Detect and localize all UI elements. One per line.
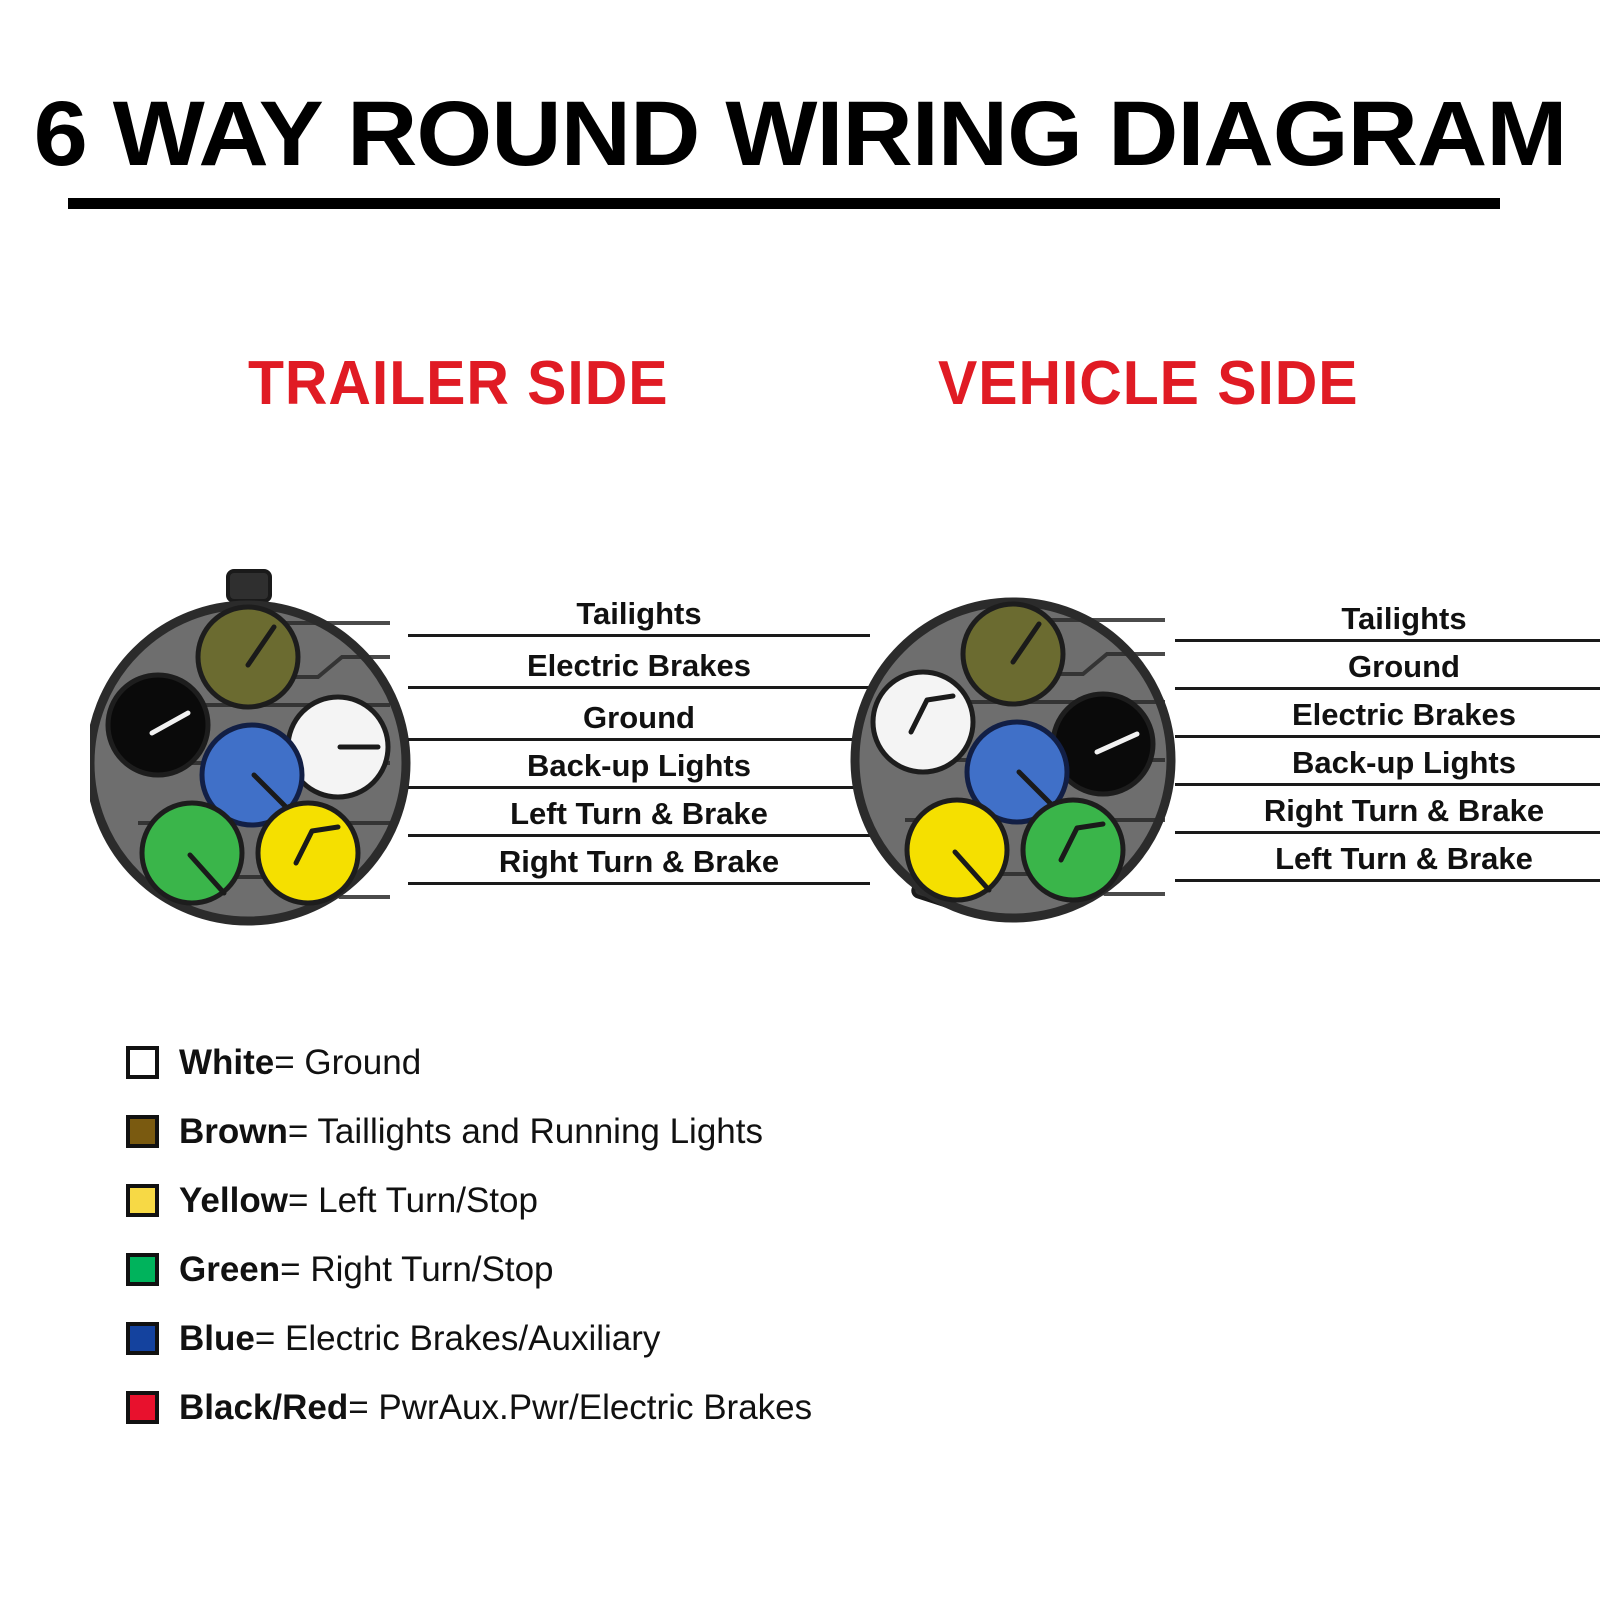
legend-swatch-white [126, 1046, 159, 1079]
legend-item-yellow: Yellow = Left Turn/Stop [126, 1166, 1226, 1235]
trailer-label-5: Left Turn & Brake [510, 796, 768, 831]
vehicle-connector-diagram [850, 597, 1176, 923]
legend-item-green: Green = Right Turn/Stop [126, 1235, 1226, 1304]
legend-item-black-red: Black/Red = PwrAux.Pwr/Electric Brakes [126, 1373, 1226, 1442]
vehicle-label-4: Back-up Lights [1292, 745, 1516, 780]
vehicle-label-row-2: Ground [1175, 638, 1600, 690]
vehicle-pin-green [1020, 797, 1126, 903]
vehicle-pin-black [1050, 691, 1156, 797]
legend-name-blue: Blue [179, 1318, 255, 1358]
title-underline [68, 198, 1500, 209]
legend-swatch-blue [126, 1322, 159, 1355]
vehicle-side-heading: VEHICLE SIDE [938, 349, 1359, 418]
trailer-pin-yellow [255, 800, 361, 906]
vehicle-label-row-4: Back-up Lights [1175, 734, 1600, 786]
vehicle-label-1: Tailights [1341, 601, 1467, 636]
vehicle-leader-line-6 [1175, 879, 1600, 882]
trailer-pin-brown [195, 604, 301, 710]
legend-swatch-green [126, 1253, 159, 1286]
vehicle-label-row-5: Right Turn & Brake [1175, 782, 1600, 834]
legend-item-blue: Blue = Electric Brakes/Auxiliary [126, 1304, 1226, 1373]
vehicle-leader-line-1 [1175, 639, 1600, 642]
trailer-leader-line-2 [408, 686, 870, 689]
vehicle-label-2: Ground [1348, 649, 1460, 684]
legend-name-yellow: Yellow [179, 1180, 288, 1220]
legend-item-white: White = Ground [126, 1028, 1226, 1097]
vehicle-leader-line-5 [1175, 831, 1600, 834]
legend-desc-white: = Ground [274, 1042, 422, 1082]
trailer-label-6: Right Turn & Brake [498, 844, 780, 879]
legend-desc-green: = Right Turn/Stop [280, 1249, 554, 1289]
vehicle-pin-brown [960, 601, 1066, 707]
trailer-keyway-tab [226, 569, 272, 603]
vehicle-label-row-1: Tailights [1175, 590, 1600, 642]
legend-desc-black-red: = PwrAux.Pwr/Electric Brakes [348, 1387, 813, 1427]
vehicle-label-row-3: Electric Brakes [1175, 686, 1600, 738]
trailer-pin-blue [199, 722, 305, 828]
trailer-label-2: Electric Brakes [526, 648, 752, 683]
trailer-leader-line-6 [408, 882, 870, 885]
trailer-label-row-1: Tailights [408, 585, 870, 637]
legend-swatch-brown [126, 1115, 159, 1148]
legend-name-black-red: Black/Red [179, 1387, 349, 1427]
legend-name-brown: Brown [179, 1111, 288, 1151]
vehicle-label-6: Left Turn & Brake [1275, 841, 1533, 876]
vehicle-pin-yellow [904, 797, 1010, 903]
trailer-leader-line-4 [408, 786, 870, 789]
trailer-label-row-5: Left Turn & Brake [408, 785, 870, 837]
trailer-label-4: Back-up Lights [527, 748, 751, 783]
vehicle-pin-blue [964, 719, 1070, 825]
page-title: 6 WAY ROUND WIRING DIAGRAM [33, 83, 1568, 185]
trailer-label-1: Tailights [576, 596, 702, 631]
legend-name-green: Green [179, 1249, 281, 1289]
legend-desc-blue: = Electric Brakes/Auxiliary [254, 1318, 661, 1358]
trailer-pin-black [105, 672, 211, 778]
legend-name-white: White [179, 1042, 275, 1082]
vehicle-label-3: Electric Brakes [1291, 697, 1517, 732]
vehicle-pin-white [870, 669, 976, 775]
vehicle-leader-line-3 [1175, 735, 1600, 738]
vehicle-connector-panel: Tailights Ground Electric Brakes Back-up… [845, 570, 1600, 950]
legend-desc-yellow: = Left Turn/Stop [287, 1180, 538, 1220]
trailer-leader-line-3 [408, 738, 870, 741]
trailer-side-heading: TRAILER SIDE [248, 349, 669, 418]
trailer-label-row-6: Right Turn & Brake [408, 833, 870, 885]
vehicle-leader-line-4 [1175, 783, 1600, 786]
trailer-label-row-2: Electric Brakes [408, 637, 870, 689]
wire-color-legend: White = Ground Brown = Taillights and Ru… [126, 1028, 1226, 1442]
vehicle-label-5: Right Turn & Brake [1263, 793, 1545, 828]
trailer-label-3: Ground [583, 700, 695, 735]
title-block: 6 WAY ROUND WIRING DIAGRAM [0, 83, 1600, 209]
trailer-connector-diagram [90, 569, 411, 926]
legend-swatch-black-red [126, 1391, 159, 1424]
vehicle-label-row-6: Left Turn & Brake [1175, 830, 1600, 882]
trailer-label-row-3: Ground [408, 689, 870, 741]
legend-swatch-yellow [126, 1184, 159, 1217]
legend-item-brown: Brown = Taillights and Running Lights [126, 1097, 1226, 1166]
trailer-leader-line-5 [408, 834, 870, 837]
trailer-pin-green [139, 800, 245, 906]
vehicle-leader-line-2 [1175, 687, 1600, 690]
trailer-leader-line-1 [408, 634, 870, 637]
trailer-connector-panel: Tailights Electric Brakes Ground Back-up… [90, 565, 870, 945]
trailer-label-row-4: Back-up Lights [408, 737, 870, 789]
legend-desc-brown: = Taillights and Running Lights [287, 1111, 763, 1151]
